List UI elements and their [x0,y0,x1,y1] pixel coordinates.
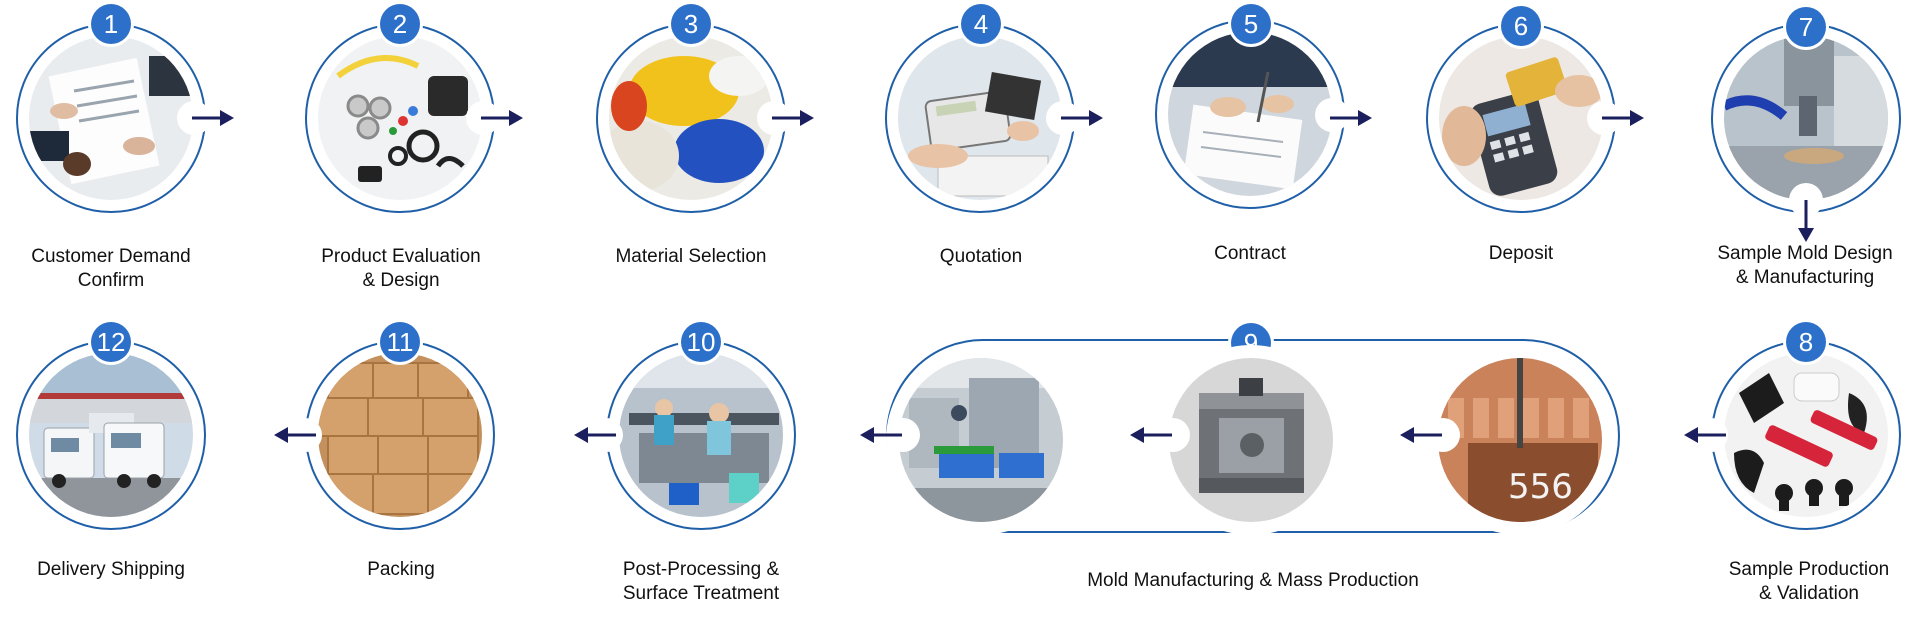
step-5-badge: 5 [1231,4,1271,44]
step-10-label: Post-Processing & Surface Treatment [622,559,780,604]
step-5-photo [1168,32,1332,196]
step-11-circle [305,340,495,530]
step-8-circle [1711,340,1901,530]
step-3-badge: 3 [671,4,711,44]
step-4-photo [898,36,1062,200]
step-1-photo [29,36,193,200]
arrow-left-icon [1682,425,1728,445]
arrow-left-icon [1398,425,1444,445]
svg-text:556: 556 [1508,467,1573,507]
step-8-badge: 8 [1786,322,1826,362]
step-2-badge: 2 [380,4,420,44]
arrow-left-icon [1128,425,1174,445]
step-1-label: Customer Demand Confirm [31,246,191,291]
arrow-right-icon [1600,108,1646,128]
step-6-label: Deposit [1488,243,1554,264]
step-11-label: Packing [367,559,435,580]
arrow-down-icon [1796,198,1816,244]
step-9-photo-copper-electrodes: 556 [1438,358,1602,522]
step-2-photo [318,36,482,200]
step-5-circle [1155,19,1345,209]
step-12-badge: 12 [91,322,131,362]
step-6-circle [1426,23,1616,213]
arrow-left-icon [272,425,318,445]
step-8-label: Sample Production & Validation [1728,559,1890,604]
step-10-circle [606,340,796,530]
step-9-photo-production-line [899,358,1063,522]
step-10-badge: 10 [681,322,721,362]
step-5-notch [1315,98,1349,132]
step-12-photo [29,353,193,517]
step-7-photo [1724,36,1888,200]
step-11-photo [318,353,482,517]
step-6-badge: 6 [1501,6,1541,46]
step-12-label: Delivery Shipping [37,559,185,580]
arrow-right-icon [1328,108,1374,128]
step-11-badge: 11 [380,322,420,362]
arrow-right-icon [770,108,816,128]
step-8-photo [1724,353,1888,517]
arrow-right-icon [479,108,525,128]
step-2-label: Product Evaluation & Design [321,246,481,291]
step-9-photo-mold [1169,358,1333,522]
step-4-badge: 4 [961,4,1001,44]
step-9-photo-1-circle: 556 [1425,345,1615,535]
step-6-photo [1439,36,1603,200]
step-9-label: Mold Manufacturing & Mass Production [1087,570,1419,591]
step-1-badge: 1 [91,4,131,44]
step-3-circle [596,23,786,213]
step-2-circle [305,23,495,213]
step-9-photo-3-circle [886,345,1076,535]
arrow-right-icon [1059,108,1105,128]
step-3-label: Material Selection [615,246,767,267]
step-7-label: Sample Mold Design & Manufacturing [1717,243,1893,288]
arrow-right-icon [190,108,236,128]
step-4-label: Quotation [939,246,1023,267]
step-1-circle [16,23,206,213]
step-10-photo [619,353,783,517]
step-7-badge: 7 [1786,7,1826,47]
step-7-circle [1711,23,1901,213]
arrow-left-icon [858,425,904,445]
step-3-photo [609,36,773,200]
step-5-label: Contract [1214,243,1286,264]
step-12-circle [16,340,206,530]
arrow-left-icon [572,425,618,445]
